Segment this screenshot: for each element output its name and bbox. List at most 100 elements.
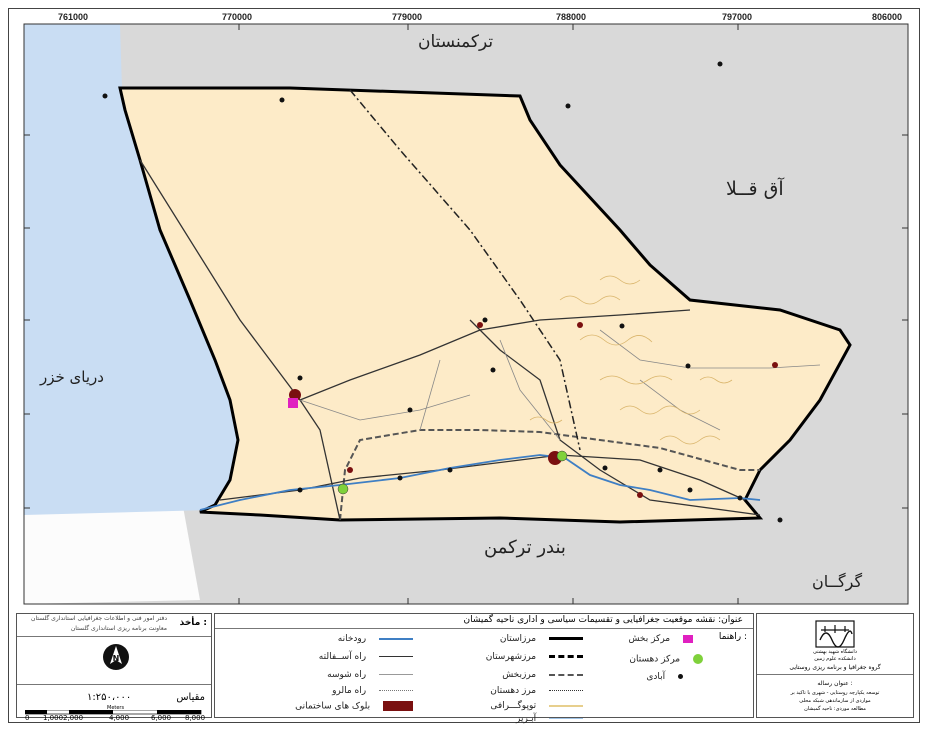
- legend-item-bakhsh-center: مرکز بخش: [628, 634, 693, 644]
- scale-ratio: ۱:۲۵۰،۰۰۰: [87, 692, 132, 703]
- topo-line-icon: [549, 704, 583, 707]
- thesis-line-3: مطالعه موردی: ناحیه گمیشان: [804, 706, 866, 712]
- legend-label: مرزبخش: [502, 670, 537, 680]
- river-line-icon: [379, 637, 413, 640]
- legend-item-dirt-road: راه مالرو: [332, 686, 413, 696]
- source-box: مأخذ : دفتر امور فنی و اطلاعات جغرافیایی…: [17, 614, 211, 637]
- legend-item-ostan-border: مرزاستان: [500, 634, 583, 644]
- university-panel: دانشگاه شهید بهشتی دانشکده علوم زمین گرو…: [756, 613, 914, 718]
- legend-label: مرکز دهستان: [629, 654, 681, 665]
- black-dot-icon: [678, 674, 683, 679]
- legend-label: راه آســفالته: [318, 652, 367, 662]
- legend-label: مرکز بخش: [628, 634, 671, 644]
- legend-item-asphalt-road: راه آســفالته: [319, 652, 413, 662]
- watershed-line-icon: [549, 718, 583, 719]
- scale-tick: 1,000: [43, 714, 64, 722]
- white-land: [24, 490, 200, 604]
- grid-ticks: [24, 24, 908, 604]
- map-title: عنوان: نقشه موقعیت جغرافیایی و تقسیمات س…: [463, 615, 744, 625]
- legend-label: بلوک های ساختمانی: [295, 701, 371, 712]
- scale-tick: 8,000: [185, 714, 206, 722]
- scale-bar: [25, 710, 202, 715]
- source-line-1: دفتر امور فنی و اطلاعات جغرافیایی استاند…: [31, 615, 167, 622]
- north-arrow-icon: N: [103, 644, 129, 670]
- legend-panel: عنوان: نقشه موقعیت جغرافیایی و تقسیمات س…: [214, 613, 754, 724]
- legend-item-gravel-road: راه شوسه: [327, 670, 413, 680]
- source-scale-panel: مأخذ : دفتر امور فنی و اطلاعات جغرافیایی…: [16, 613, 212, 722]
- thesis-line-1: توسعه یکپارچه روستایی - شهری با تاکید بر: [790, 690, 880, 696]
- x-coord-label: 770000: [222, 12, 253, 22]
- scale-tick: 0: [25, 714, 30, 722]
- university-logo-icon: [815, 620, 855, 648]
- legend-item-topography: توپوگـــرافی: [490, 701, 583, 711]
- thesis-label: عنوان رساله :: [817, 680, 853, 687]
- university-box: دانشگاه شهید بهشتی دانشکده علوم زمین گرو…: [757, 614, 913, 675]
- thesis-box: عنوان رساله : توسعه یکپارچه روستایی - شه…: [757, 674, 913, 717]
- source-line-2: معاونت برنامه ریزی استانداری گلستان: [70, 625, 167, 632]
- scale-tick: 4,000: [109, 714, 130, 722]
- title-bar: عنوان: نقشه موقعیت جغرافیایی و تقسیمات س…: [215, 614, 753, 629]
- dotted-line-icon: [549, 690, 583, 691]
- legend-label: مرز دهستان: [490, 686, 537, 696]
- dash-line-icon: [549, 673, 583, 676]
- scale-tick: 6,000: [151, 714, 172, 722]
- scale-unit: Meters: [107, 705, 125, 711]
- x-coord-label: 761000: [58, 12, 89, 22]
- legend-label: آبـریز: [516, 714, 537, 724]
- legend-label: رودخانه: [337, 634, 367, 644]
- x-coord-label: 797000: [722, 12, 753, 22]
- dehestan-center-marker: [337, 483, 349, 495]
- faculty-name: دانشکده علوم زمین: [814, 656, 856, 662]
- legend-item-river: رودخانه: [338, 634, 413, 644]
- shahrestan-border: [349, 89, 581, 451]
- dirt-road-icon: [379, 690, 413, 691]
- source-label: مأخذ :: [179, 618, 207, 628]
- legend-label: مرزشهرستان: [485, 652, 537, 662]
- thesis-line-2: مواردی از سازماندهی شبکه محلی: [799, 698, 871, 704]
- legend-label: آبادی: [646, 672, 666, 682]
- road-line-icon: [379, 656, 413, 657]
- river: [199, 454, 761, 511]
- topography: [529, 275, 733, 445]
- legend-item-shahrestan-border: مرزشهرستان: [486, 652, 583, 662]
- department-name: گروه جغرافیا و برنامه ریزی روستایی: [789, 664, 881, 671]
- scale-label: مقیاس: [176, 692, 205, 703]
- bakhsh-center-marker: [288, 398, 298, 408]
- legend-item-abadi: آبادی: [646, 672, 683, 682]
- region-label-gorgan: گرگــان: [812, 572, 863, 591]
- thick-line-icon: [549, 637, 583, 640]
- region-label-aq-qala: آق قــلا: [726, 178, 784, 200]
- region-label-bandar-turkmen: بندر ترکمن: [484, 537, 566, 558]
- green-circle-icon: [693, 654, 703, 664]
- legend-heading: راهنما :: [718, 632, 747, 642]
- university-name: دانشگاه شهید بهشتی: [812, 649, 857, 655]
- legend-label: راه مالرو: [332, 686, 367, 696]
- map-border: [23, 23, 909, 605]
- legend-item-built-blocks: بلوک های ساختمانی: [295, 701, 413, 712]
- region-label-turkmenistan: ترکمنستان: [418, 32, 494, 52]
- study-area: [118, 86, 852, 524]
- legend-item-dehestan-border: مرز دهستان: [490, 686, 583, 696]
- legend-item-bakhsh-border: مرزبخش: [502, 670, 583, 680]
- scale-tick: 2,000: [63, 714, 84, 722]
- x-coord-label: 779000: [392, 12, 423, 22]
- legend-item-abriz: آبـریز: [516, 714, 583, 724]
- bakhsh-border: [339, 429, 760, 521]
- dashed-line-icon: [549, 655, 583, 658]
- caspian-sea: [24, 24, 238, 515]
- legend-label: توپوگـــرافی: [490, 701, 537, 711]
- dehestan-center-marker: [556, 450, 568, 462]
- pink-square-icon: [683, 634, 693, 643]
- x-coord-label: 806000: [872, 12, 903, 22]
- legend-label: راه شوسه: [327, 670, 367, 680]
- built-block-icon: [383, 701, 413, 711]
- abadi-points: [102, 61, 783, 523]
- svg-text:N: N: [113, 654, 120, 663]
- region-label-caspian: دریای خزر: [40, 368, 104, 386]
- legend-label: مرزاستان: [499, 634, 537, 644]
- x-coord-label: 788000: [556, 12, 587, 22]
- gravel-road-icon: [379, 674, 413, 675]
- north-arrow-box: N: [17, 636, 211, 685]
- legend-item-dehestan-center: مرکز دهستان: [629, 654, 703, 665]
